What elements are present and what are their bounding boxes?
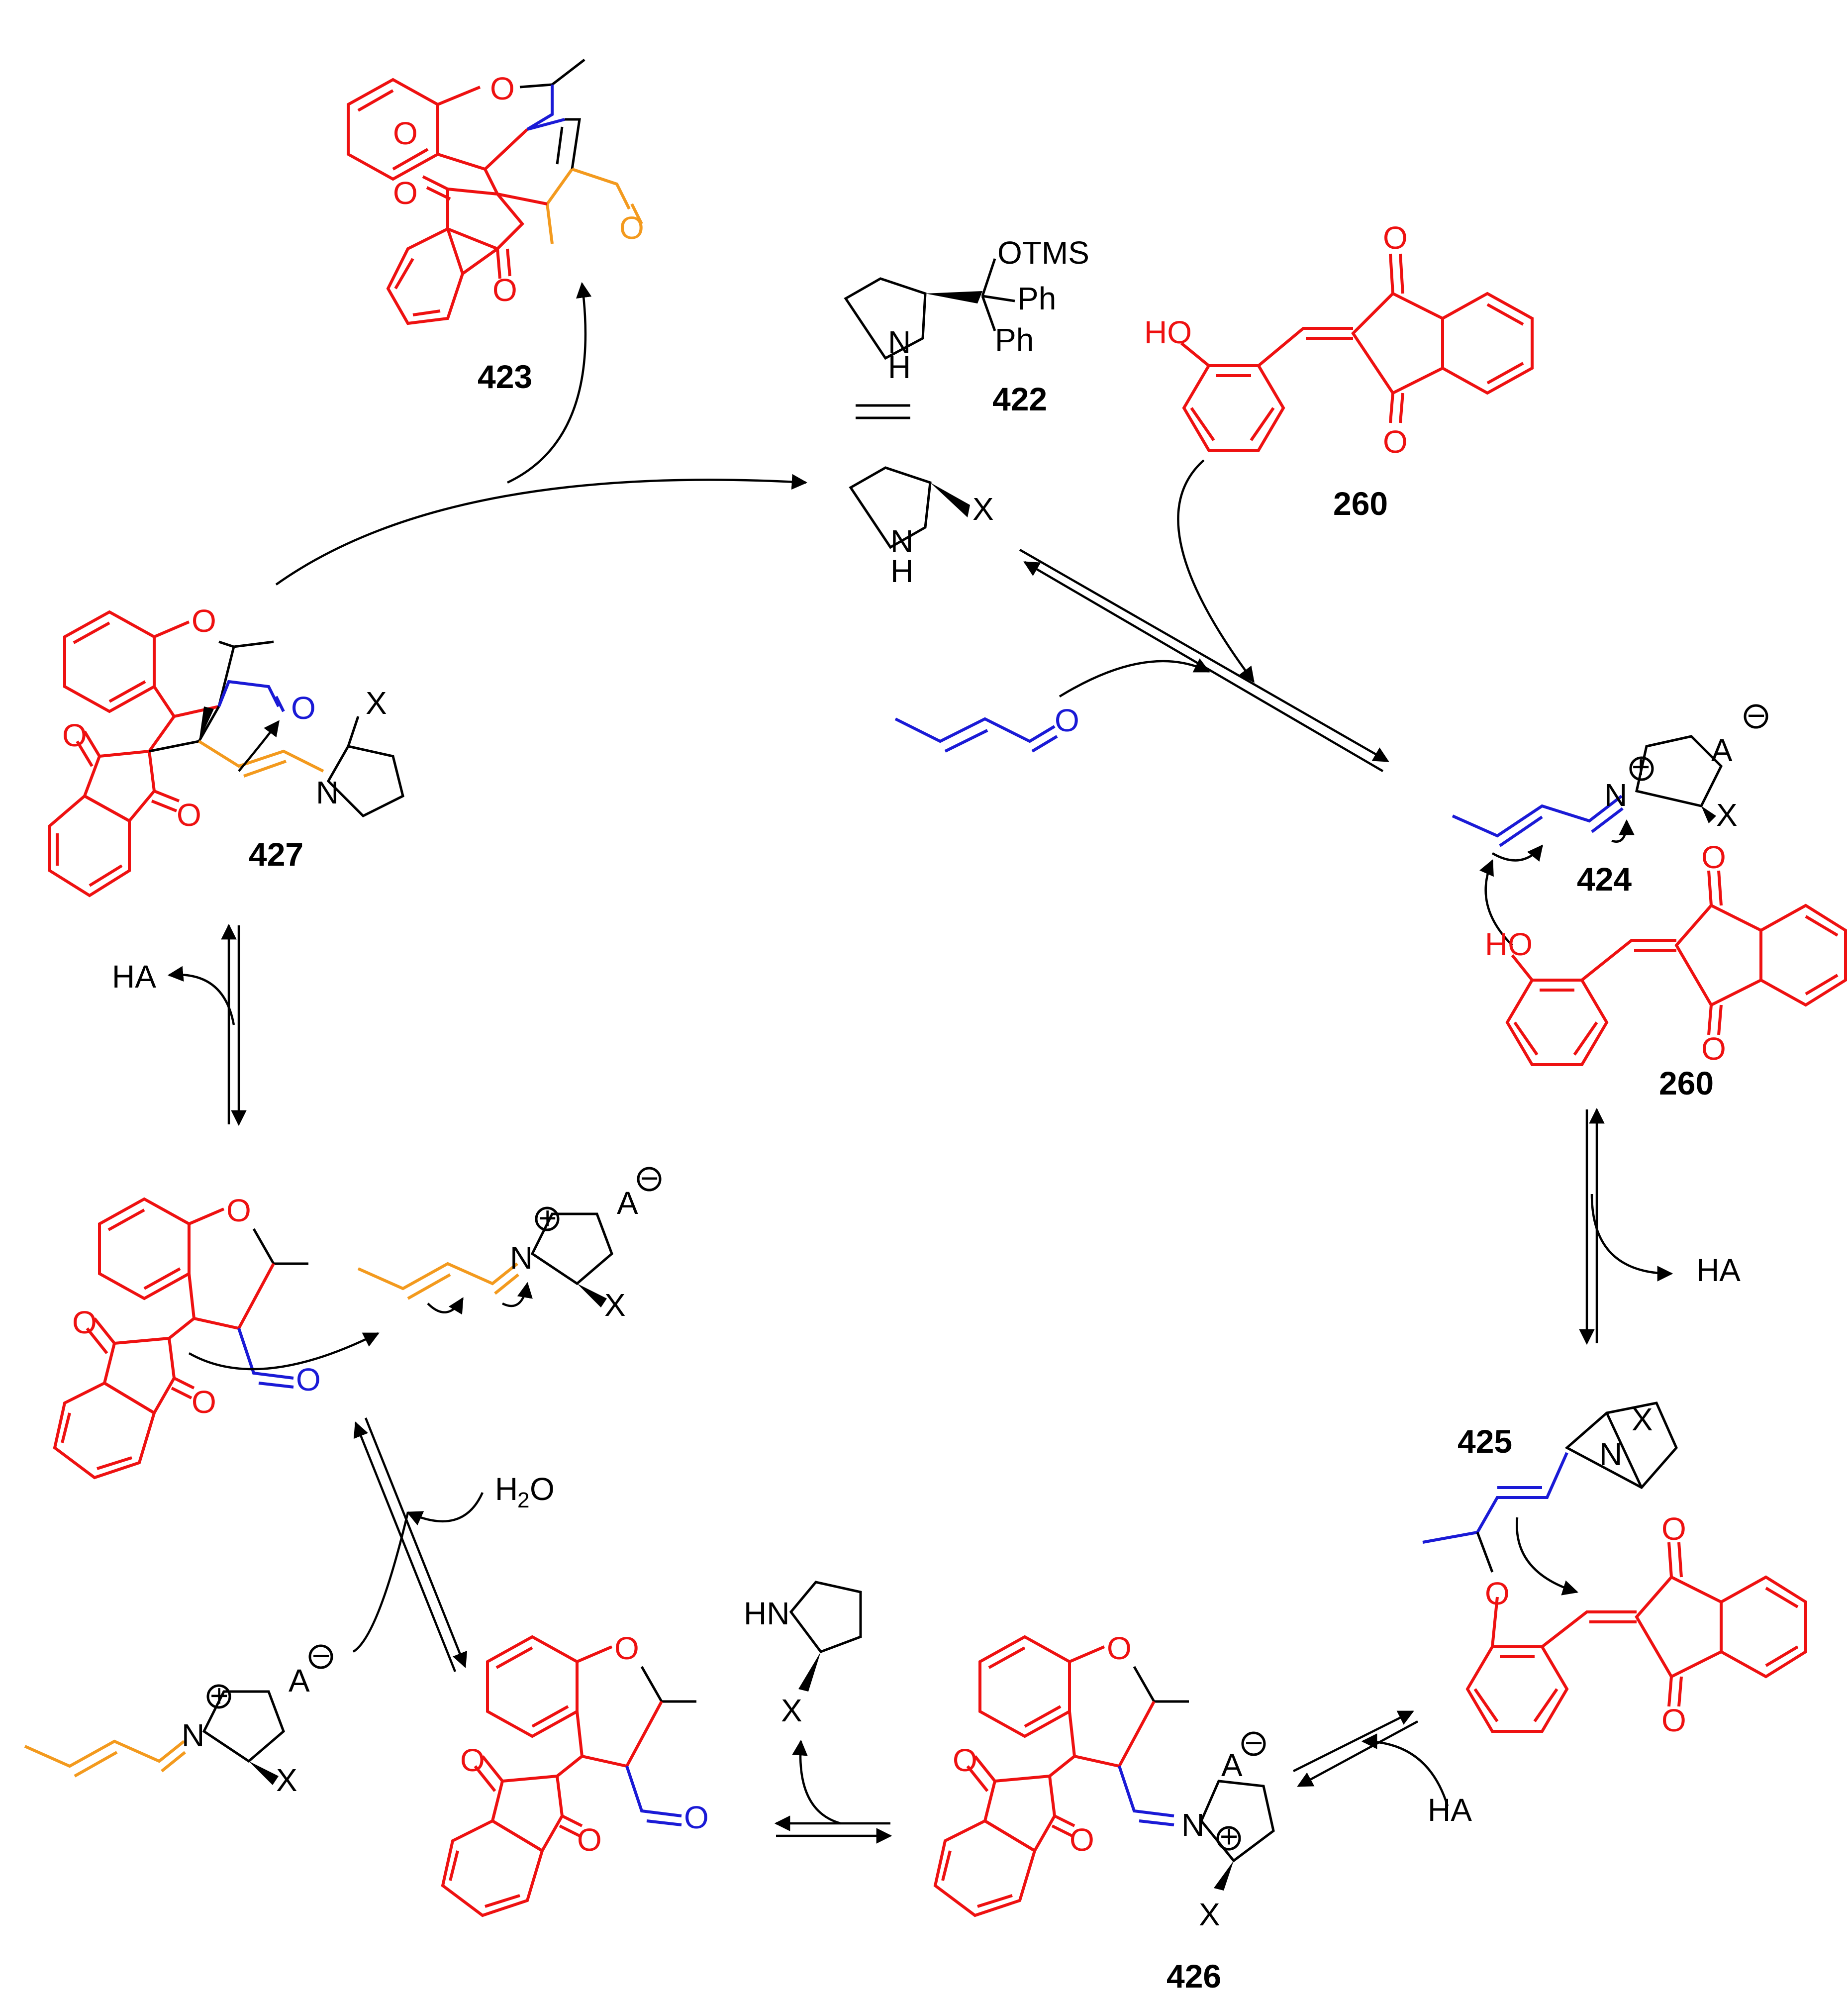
atom-o-aldehyde-cho: O bbox=[684, 1799, 709, 1835]
dienamine-425-structure bbox=[1422, 1401, 1678, 1596]
crotyl-iminium-structure bbox=[24, 1644, 333, 1785]
atom-hn-catalyst: HN bbox=[744, 1596, 789, 1631]
atom-o-260-right-1: O bbox=[1701, 839, 1726, 875]
cycle-arrows bbox=[167, 282, 1673, 1844]
atom-o-423-ketone2: O bbox=[492, 272, 517, 308]
atom-o-427-pyran: O bbox=[192, 603, 216, 639]
atom-a-424: A bbox=[1711, 732, 1733, 768]
atom-o-425-ketone1: O bbox=[1661, 1511, 1686, 1547]
atom-ph-lower: Ph bbox=[995, 322, 1034, 358]
atom-o-260-top-2: O bbox=[1383, 424, 1408, 460]
atom-ho-260-right: HO bbox=[1485, 926, 1533, 962]
enamine-427-structure bbox=[48, 610, 404, 898]
compound-label-425: 425 bbox=[1458, 1423, 1512, 1460]
compound-label-424: 424 bbox=[1577, 861, 1632, 898]
compound-label-423: 423 bbox=[478, 358, 532, 395]
atom-o-adduct-ketone1: O bbox=[72, 1304, 97, 1340]
reagent-ha-bottom: HA bbox=[1428, 1792, 1472, 1828]
atom-a-adduct-iminium: A bbox=[617, 1185, 638, 1221]
compound-label-260-top: 260 bbox=[1333, 485, 1388, 522]
minus-426: − bbox=[1245, 1725, 1263, 1761]
atom-n-424: N bbox=[1604, 777, 1627, 813]
atom-n-425: N bbox=[1599, 1436, 1622, 1472]
atom-o-423-aldehyde: O bbox=[619, 210, 644, 246]
atom-x-adduct-iminium: X bbox=[604, 1287, 626, 1323]
plus-424: + bbox=[1632, 749, 1650, 785]
atom-o-423-ketone1: O bbox=[393, 175, 418, 211]
atom-n-catalyst: N bbox=[890, 523, 913, 559]
reagent-water: H 2 O bbox=[495, 1471, 555, 1512]
reagent-ha-right: HA bbox=[1696, 1252, 1741, 1288]
atom-o-423-pyran: O bbox=[490, 71, 515, 106]
iminium-424-structure bbox=[1452, 704, 1768, 862]
atom-o-426-pyran: O bbox=[1107, 1630, 1132, 1666]
water-h: H bbox=[495, 1471, 518, 1507]
atom-o-aldehyde-ketone2: O bbox=[577, 1822, 602, 1858]
atom-o-260-top-1: O bbox=[1383, 220, 1408, 256]
atom-ho-260-top: HO bbox=[1144, 314, 1192, 350]
michael-adduct-structure bbox=[53, 1167, 662, 1480]
compound-label-427: 427 bbox=[249, 836, 303, 873]
atom-o-260-right-2: O bbox=[1701, 1031, 1726, 1067]
atom-x-released-catalyst: X bbox=[781, 1693, 802, 1728]
generic-catalyst-structure bbox=[849, 466, 970, 549]
aldehyde-intermediate-structure bbox=[441, 1635, 696, 1917]
minus-424: − bbox=[1747, 698, 1765, 733]
atom-n-427: N bbox=[316, 775, 339, 810]
atom-a-426: A bbox=[1221, 1747, 1243, 1783]
atom-x-424: X bbox=[1716, 797, 1738, 833]
atom-o-423: O bbox=[393, 115, 418, 151]
atom-o-425-ketone2: O bbox=[1661, 1702, 1686, 1738]
plus-426: + bbox=[1220, 1818, 1238, 1854]
atom-o-425-ether: O bbox=[1485, 1576, 1510, 1611]
compound-label-426: 426 bbox=[1167, 1958, 1221, 1995]
crotonaldehyde-structure bbox=[894, 717, 1058, 753]
water-subscript-2: 2 bbox=[517, 1488, 529, 1512]
catalyst-422-structure bbox=[844, 258, 1015, 419]
aryloxy-ylidene-425-structure bbox=[1465, 1542, 1807, 1733]
atom-o-aldehyde-ketone1: O bbox=[460, 1742, 485, 1778]
atom-o-adduct-ketone2: O bbox=[192, 1384, 216, 1420]
released-catalyst-structure bbox=[789, 1581, 862, 1692]
atom-o-adduct-cho: O bbox=[296, 1362, 321, 1398]
atom-x-catalyst: X bbox=[973, 491, 994, 527]
plus-adduct-iminium: + bbox=[538, 1200, 557, 1236]
atom-ph-upper: Ph bbox=[1017, 281, 1056, 316]
atom-x-425: X bbox=[1632, 1401, 1653, 1437]
atom-n-adduct-iminium: N bbox=[510, 1240, 533, 1276]
atom-o-426-ketone2: O bbox=[1070, 1822, 1094, 1858]
atom-n-crotyl-iminium: N bbox=[182, 1717, 204, 1753]
minus-adduct-iminium: − bbox=[640, 1160, 659, 1196]
water-o: O bbox=[530, 1471, 555, 1507]
atom-o-426-ketone1: O bbox=[953, 1742, 977, 1778]
atom-o-aldehyde-pyran: O bbox=[614, 1630, 639, 1666]
compound-label-260-right: 260 bbox=[1659, 1065, 1714, 1101]
plus-crotyl-iminium: + bbox=[210, 1678, 228, 1713]
atom-x-426: X bbox=[1199, 1897, 1220, 1932]
minus-crotyl-iminium: − bbox=[312, 1638, 330, 1674]
compound-label-422: 422 bbox=[992, 381, 1047, 417]
atom-o-adduct-pyran: O bbox=[226, 1193, 251, 1228]
atom-o-427-ketone1: O bbox=[62, 717, 87, 753]
iminium-426-structure bbox=[933, 1635, 1275, 1917]
atom-a-crotyl-iminium: A bbox=[289, 1663, 310, 1699]
atom-o-427-cho: O bbox=[291, 690, 316, 726]
atom-h-422: H bbox=[888, 349, 911, 385]
substrate-260-top-structure bbox=[1180, 253, 1534, 452]
atom-h-catalyst: H bbox=[890, 553, 913, 589]
substrate-260-right-structure bbox=[1479, 859, 1847, 1066]
atom-otms: OTMS bbox=[997, 235, 1089, 271]
atom-x-427: X bbox=[366, 685, 387, 721]
reagent-ha-left: HA bbox=[112, 959, 156, 995]
atom-n-422: N bbox=[888, 324, 911, 360]
product-423-structure bbox=[347, 59, 643, 325]
atom-n-426: N bbox=[1181, 1807, 1204, 1843]
atom-o-427-ketone2: O bbox=[177, 797, 201, 833]
atom-o-crotonaldehyde: O bbox=[1055, 702, 1079, 738]
atom-x-crotyl-iminium: X bbox=[276, 1762, 297, 1798]
